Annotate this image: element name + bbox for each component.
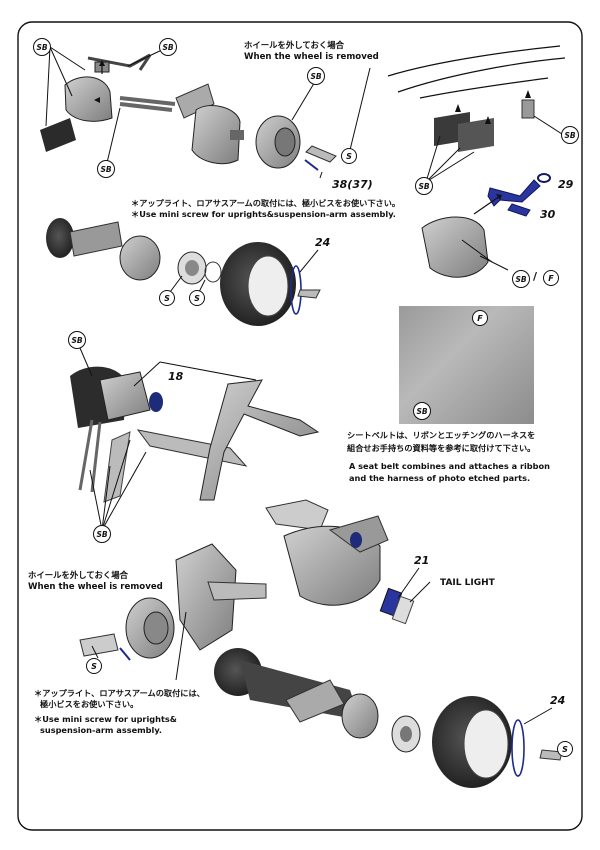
note-seatbelt-en-2: and the harness of photo etched parts. — [349, 473, 531, 483]
note-mini-screw-top-en: ＊Use mini screw for uprights&suspension-… — [131, 209, 396, 219]
callout-s: S — [557, 741, 573, 757]
callout-sb: SB — [415, 177, 433, 195]
front-wheel-assembly — [46, 218, 321, 326]
bulkhead-cockpit — [70, 366, 320, 503]
upright-hub-top — [175, 83, 337, 171]
note-mini-screw-bottom-en-2: suspension-arm assembly. — [40, 725, 163, 735]
part-number-24-top: 24 — [315, 236, 331, 249]
callout-sb: SB — [159, 38, 177, 56]
mirror-stub — [521, 99, 535, 119]
seat-belt-etched-parts — [487, 173, 551, 217]
label-tail-light: TAIL LIGHT — [440, 578, 495, 588]
callout-f: F — [472, 310, 488, 326]
part-number-21: 21 — [414, 554, 430, 567]
part-number-18: 18 — [168, 370, 184, 383]
callout-s: S — [341, 148, 357, 164]
seat-part — [421, 216, 489, 278]
rear-upright-exploded — [79, 543, 267, 661]
note-wheel-removed-top-jp: ホイールを外しておく場合 — [244, 40, 344, 50]
callout-sb: SB — [561, 126, 579, 144]
callout-sb: SB — [68, 331, 86, 349]
callout-f: F — [543, 270, 559, 286]
note-seatbelt-en-1: A seat belt combines and attaches a ribb… — [349, 461, 550, 471]
part-number-38: 38(37) — [332, 178, 373, 191]
callout-sb: SB — [413, 402, 431, 420]
callout-sb: SB — [93, 525, 111, 543]
rear-wheel-assembly — [214, 648, 563, 788]
note-mini-screw-bottom-en-1: ＊Use mini screw for uprights& — [34, 714, 177, 724]
cockpit-area-top-right — [387, 45, 566, 99]
callout-s: S — [159, 290, 175, 306]
callout-s: S — [86, 658, 102, 674]
callout-sb: SB — [97, 160, 115, 178]
part-number-29: 29 — [558, 178, 574, 191]
part-number-24-bottom: 24 — [550, 694, 566, 707]
callout-sb: SB — [33, 38, 51, 56]
callout-sb: SB — [307, 67, 325, 85]
note-mini-screw-top-jp: ＊アップライト、ロアサスアームの取付には、極小ビスをお使い下さい。 — [131, 198, 401, 208]
callout-s: S — [189, 290, 205, 306]
part-number-30: 30 — [540, 208, 556, 221]
callout-sb: SB — [512, 270, 530, 288]
sidepod-panel-2 — [458, 118, 494, 152]
note-seatbelt-jp-2: 組合せお手持ちの資料等を参考に取付けて下さい。 — [347, 443, 536, 453]
page-frame — [17, 21, 583, 831]
engine-cover-rear — [265, 499, 415, 625]
note-wheel-removed-bottom-jp: ホイールを外しておく場合 — [28, 570, 128, 580]
note-mini-screw-bottom-jp-2: 極小ビスをお使い下さい。 — [40, 699, 139, 709]
note-seatbelt-jp-1: シートベルトは、リボンとエッチングのハーネスを — [347, 430, 536, 440]
note-mini-screw-bottom-jp-1: ＊アップライト、ロアサスアームの取付には、 — [34, 688, 205, 698]
note-wheel-removed-top-en: When the wheel is removed — [244, 52, 379, 62]
note-wheel-removed-bottom-en: When the wheel is removed — [28, 582, 163, 592]
slash-separator: / — [533, 270, 538, 283]
